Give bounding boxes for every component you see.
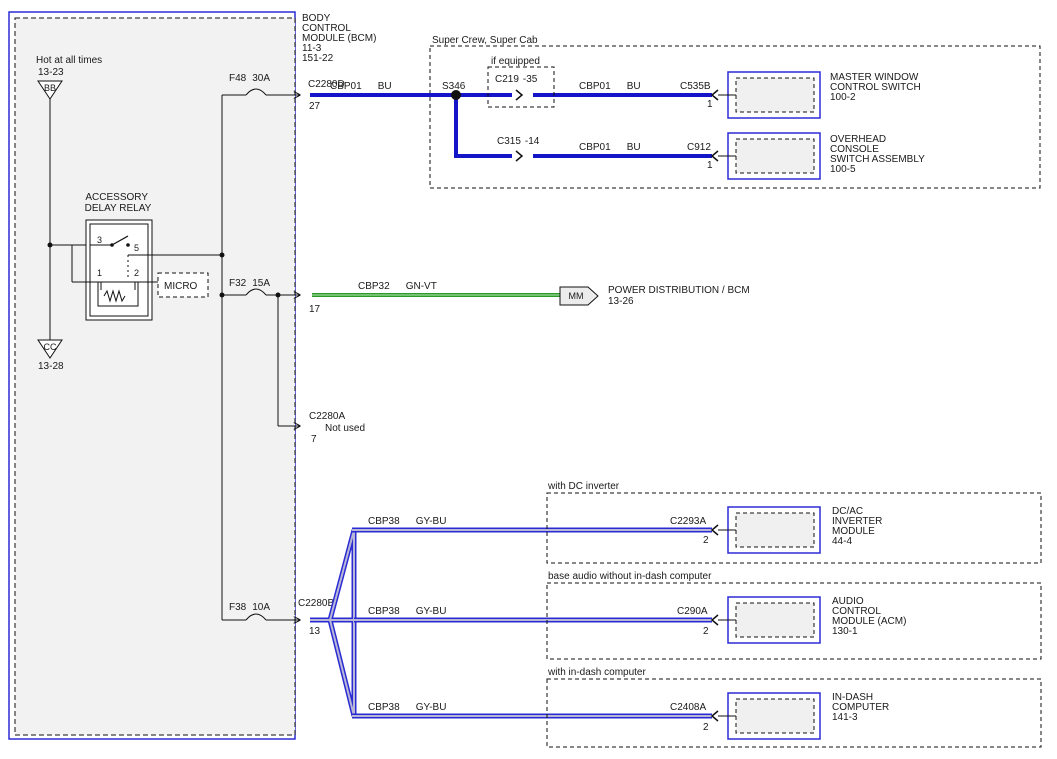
- connector-c219: C219-35: [495, 74, 538, 85]
- region-in-dash-label: with in-dash computer: [547, 667, 646, 678]
- power-dist-ref: 13-26: [608, 296, 634, 307]
- ground-terminal-cc: CC: [37, 339, 63, 359]
- device-inverter-module-label: DC/AC INVERTER MODULE 44-4: [832, 506, 885, 547]
- device-master-window-switch: [710, 71, 821, 119]
- connector-c2280a: C2280A: [309, 411, 345, 422]
- region-dc-inverter: [546, 492, 1042, 564]
- region-base-audio: [546, 582, 1042, 660]
- device-master-window-switch-label: MASTER WINDOW CONTROL SWITCH 100-2: [830, 72, 924, 103]
- device-in-dash-computer: [710, 692, 821, 740]
- connector-c2280f-pin: 17: [309, 304, 321, 315]
- connector-c2280d: C2280D: [308, 79, 345, 90]
- connector-c535b: C535B: [680, 81, 711, 92]
- power-terminal-bb: BB: [37, 80, 63, 100]
- terminal-mm: MM: [559, 286, 599, 306]
- connector-c315-icon: [515, 150, 524, 162]
- region-super-crew-label: Super Crew, Super Cab: [432, 35, 538, 46]
- relay-pin-3: 3: [97, 235, 102, 245]
- if-equipped-box: [487, 66, 555, 108]
- splice-s346: [451, 90, 461, 100]
- splice-s346-label: S346: [442, 81, 466, 92]
- connector-c2408a: C2408A: [670, 702, 706, 713]
- device-in-dash-computer-label: IN-DASH COMPUTER 141-3: [832, 692, 892, 723]
- relay-pin-5: 5: [134, 243, 139, 253]
- power-dist-label: POWER DISTRIBUTION / BCM: [608, 285, 750, 296]
- connector-c315: C315-14: [497, 136, 540, 147]
- wire-cbp01-main: [310, 93, 712, 158]
- connector-c2408a-pin: 2: [703, 722, 709, 733]
- fuse-f32-icon: [222, 288, 300, 426]
- bcm-title: BODY CONTROL MODULE (BCM) 11-3 151-22: [302, 13, 379, 64]
- region-super-crew: [429, 45, 1041, 189]
- device-audio-control-module-label: AUDIO CONTROL MODULE (ACM) 130-1: [832, 596, 909, 637]
- connector-c2280a-note: Not used: [325, 423, 365, 434]
- power-ref: 13-23: [38, 67, 64, 78]
- power-label: Hot at all times: [36, 55, 102, 66]
- fuse-f48-icon: [222, 88, 300, 95]
- svg-text:BB: BB: [44, 83, 56, 93]
- wire-cbp38-branches: [352, 527, 712, 719]
- connector-c535b-pin: 1: [707, 99, 713, 110]
- relay-pin-2: 2: [134, 268, 139, 278]
- micro-box: MICRO: [157, 272, 209, 298]
- region-base-audio-label: base audio without in-dash computer: [548, 571, 712, 582]
- connector-c290a: C290A: [677, 606, 708, 617]
- connector-c290a-pin: 2: [703, 626, 709, 637]
- svg-text:MM: MM: [569, 291, 584, 301]
- connector-c2280a-pin: 7: [311, 434, 317, 445]
- relay-coil: [97, 281, 139, 307]
- relay-switch-contact: [111, 235, 129, 246]
- svg-text:CC: CC: [44, 342, 57, 352]
- relay-pin-1: 1: [97, 268, 102, 278]
- bcm-box: [8, 11, 296, 740]
- device-inverter-module: [710, 506, 821, 554]
- connector-c2280b: C2280B: [298, 598, 334, 609]
- connector-c912-pin: 1: [707, 160, 713, 171]
- device-overhead-console: [710, 132, 821, 180]
- relay-box: [85, 219, 153, 321]
- wire-cbp38-trunk: [310, 529, 357, 717]
- svg-text:MICRO: MICRO: [164, 281, 198, 292]
- connector-c2293a: C2293A: [670, 516, 706, 527]
- fuse-f38-icon: [222, 613, 300, 620]
- region-in-dash: [546, 678, 1042, 748]
- connector-c2280d-pin: 27: [309, 101, 321, 112]
- connector-c219-icon: [515, 89, 524, 101]
- region-dc-inverter-label: with DC inverter: [547, 481, 620, 492]
- device-audio-control-module: [710, 596, 821, 644]
- ground-ref: 13-28: [38, 361, 64, 372]
- connector-c2280b-pin: 13: [309, 626, 321, 637]
- connector-c912: C912: [687, 142, 711, 153]
- connector-c2293a-pin: 2: [703, 535, 709, 546]
- if-equipped-label: if equipped: [491, 56, 540, 67]
- device-overhead-console-label: OVERHEAD CONSOLE SWITCH ASSEMBLY 100-5: [830, 134, 927, 175]
- relay-title: ACCESSORY DELAY RELAY: [85, 192, 152, 214]
